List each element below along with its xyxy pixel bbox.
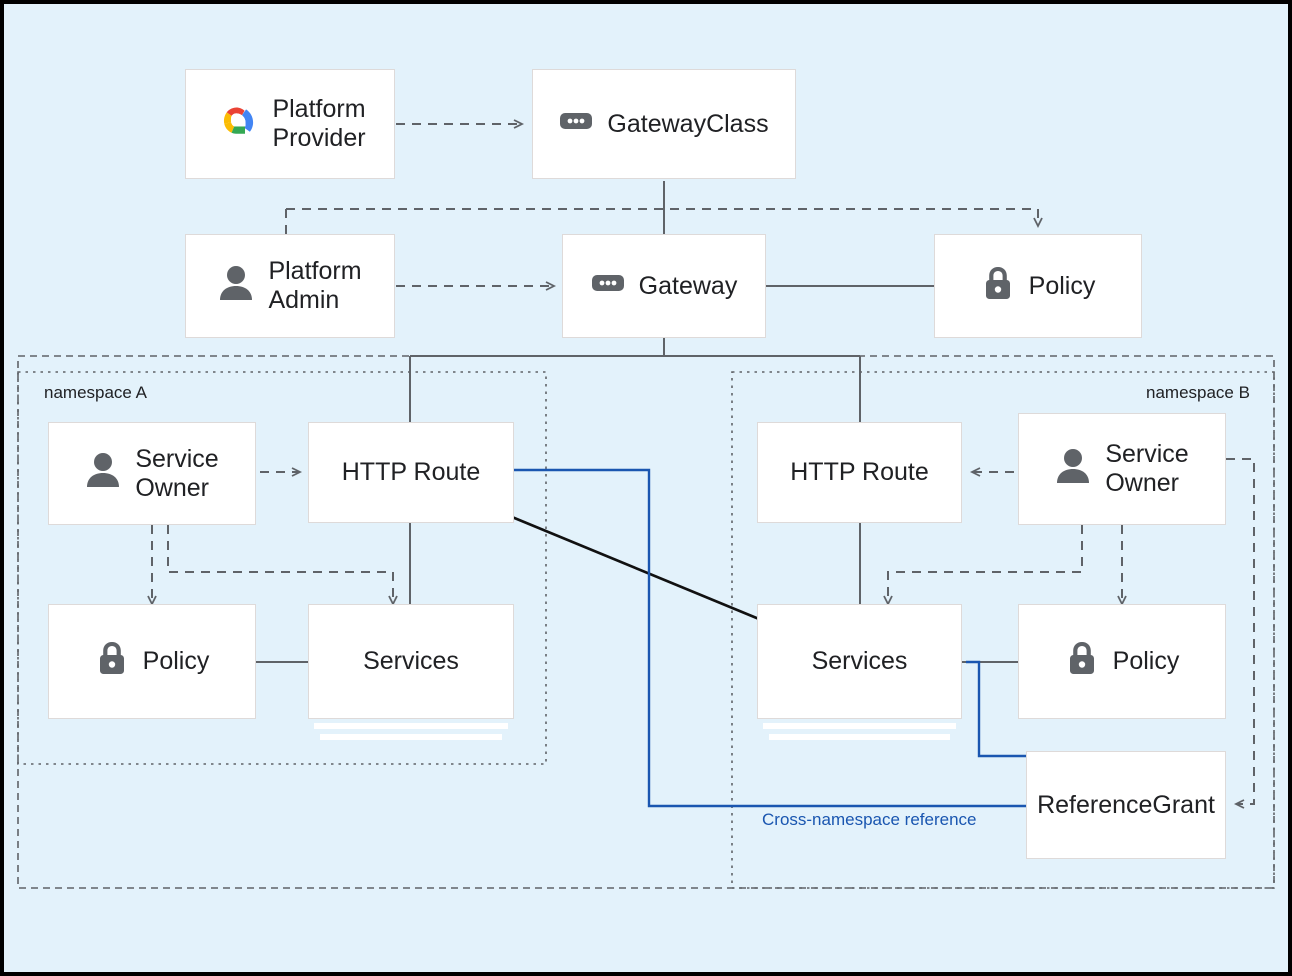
edge-serviceowner-b-services-b [883,525,1083,607]
lock-icon [1065,638,1099,685]
node-policy-b[interactable]: Policy [1018,604,1226,719]
node-label: Platform Provider [272,95,366,152]
services-b-stack-2 [769,734,950,740]
node-label: Services [363,647,459,675]
node-label: Service Owner [1105,440,1189,497]
node-services-a[interactable]: Services [308,604,514,719]
node-gateway[interactable]: Gateway [562,234,766,338]
lock-icon [95,638,129,685]
services-b-stack-1 [763,723,956,729]
node-label: Platform Admin [268,257,362,314]
node-gateway-class[interactable]: GatewayClass [532,69,796,179]
node-label: Service Owner [135,444,219,502]
node-policy-a[interactable]: Policy [48,604,256,719]
node-http-route-a[interactable]: HTTP Route [308,422,514,523]
edge-httproute-a-services-b-diagonal [511,515,760,621]
namespace-a-label: namespace A [44,383,148,402]
node-reference-grant[interactable]: ReferenceGrant [1026,751,1226,859]
gateway-icon [591,271,625,302]
node-label: GatewayClass [607,109,769,138]
person-icon [85,451,121,496]
node-label: HTTP Route [341,458,481,486]
node-label: Policy [1028,271,1096,300]
node-services-b[interactable]: Services [757,604,962,719]
node-label: Services [811,647,908,675]
edge-serviceowner-b-referencegrant [1226,458,1255,809]
node-http-route-b[interactable]: HTTP Route [757,422,962,523]
node-label: HTTP Route [790,458,929,486]
node-label: Policy [1112,647,1180,675]
person-icon [1055,447,1091,492]
node-label: Gateway [638,271,738,300]
google-cloud-icon [214,103,258,146]
node-platform-admin[interactable]: Platform Admin [185,234,395,338]
node-label: Policy [142,647,210,675]
services-a-stack-1 [314,723,508,729]
node-service-owner-b[interactable]: Service Owner [1018,413,1226,525]
node-label: ReferenceGrant [1037,790,1215,819]
namespace-b-label: namespace B [1146,383,1250,402]
edge-services-b-referencegrant [966,660,1026,758]
cross-namespace-reference-label: Cross-namespace reference [762,810,977,829]
gateway-icon [559,109,593,140]
lock-icon [981,263,1015,310]
node-platform-provider[interactable]: Platform Provider [185,69,395,179]
services-a-stack-2 [320,734,502,740]
person-icon [218,264,254,309]
node-policy-top[interactable]: Policy [934,234,1142,338]
node-service-owner-a[interactable]: Service Owner [48,422,256,525]
edge-serviceowner-a-services-a [167,525,398,607]
